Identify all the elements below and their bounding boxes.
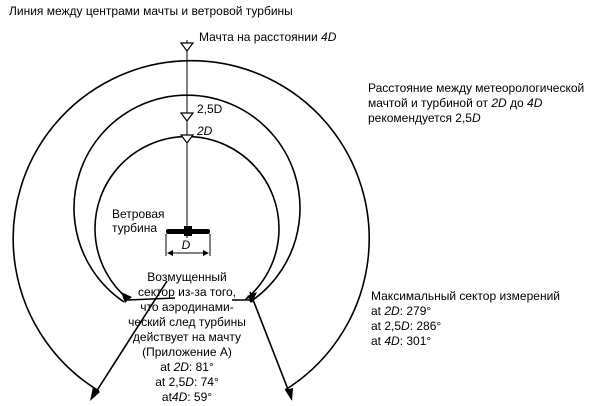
left-inner-ray: [127, 297, 176, 301]
disturbed-value-2-5d: at 2,5D: 74°: [155, 375, 219, 389]
turbine-hub: [184, 226, 192, 236]
right-inner-arrowhead: [285, 388, 293, 401]
disturbed-value-4d: at4D: 59°: [162, 390, 212, 404]
disturbed-value-2d: at 2D: 81°: [160, 360, 214, 374]
disturbed-line-4: ческий след турбины: [128, 315, 246, 329]
recommendation-line-2: мачтой и турбиной от 2D до 4D: [368, 96, 543, 110]
marker-2-5d: [179, 112, 195, 122]
left-outer-arrowhead: [90, 387, 100, 401]
right-inner-ray: [249, 291, 290, 393]
recommendation-line-1: Расстояние между метеорологической: [368, 81, 584, 95]
disturbed-line-1: Возмущенный: [147, 270, 226, 284]
arc-4d: [12, 59, 370, 392]
disturbed-line-6: (Приложение А): [142, 345, 232, 359]
max-sector-text: Максимальный сектор измерений at 2D: 279…: [371, 289, 560, 348]
max-sector-title: Максимальный сектор измерений: [371, 289, 560, 303]
dim-arrow-right: [203, 250, 209, 256]
mark-2-5d-label: 2,5D: [197, 102, 223, 116]
turbine-label-2: турбина: [112, 221, 157, 235]
mark-2d-label: 2D: [196, 124, 213, 138]
dim-arrow-left: [167, 250, 173, 256]
max-value-4d: at 4D: 301°: [371, 334, 431, 348]
turbine-label-1: Ветровая: [112, 207, 165, 221]
right-outer-arrowhead: [247, 292, 257, 303]
rotor-d-label: D: [182, 238, 191, 252]
mast-label: Мачта на расстоянии 4D: [199, 30, 337, 44]
disturbed-line-2: сектор из-за того,: [138, 285, 236, 299]
max-value-2d: at 2D: 279°: [371, 304, 431, 318]
left-inner-arrowhead: [121, 292, 132, 303]
marker-2d: [179, 134, 195, 144]
marker-4d: [179, 42, 195, 52]
recommendation-line-3: рекомендуется 2,5D: [368, 111, 481, 125]
disturbed-line-3: что аэродинами-: [140, 300, 233, 314]
arc-2-5d: [73, 94, 301, 303]
max-value-2-5d: at 2,5D: 286°: [371, 319, 441, 333]
line-title: Линия между центрами мачты и ветровой ту…: [9, 4, 293, 18]
disturbed-line-5: действует на мачту: [133, 330, 241, 344]
disturbed-sector-text: Возмущенный сектор из-за того, что аэрод…: [128, 270, 246, 404]
